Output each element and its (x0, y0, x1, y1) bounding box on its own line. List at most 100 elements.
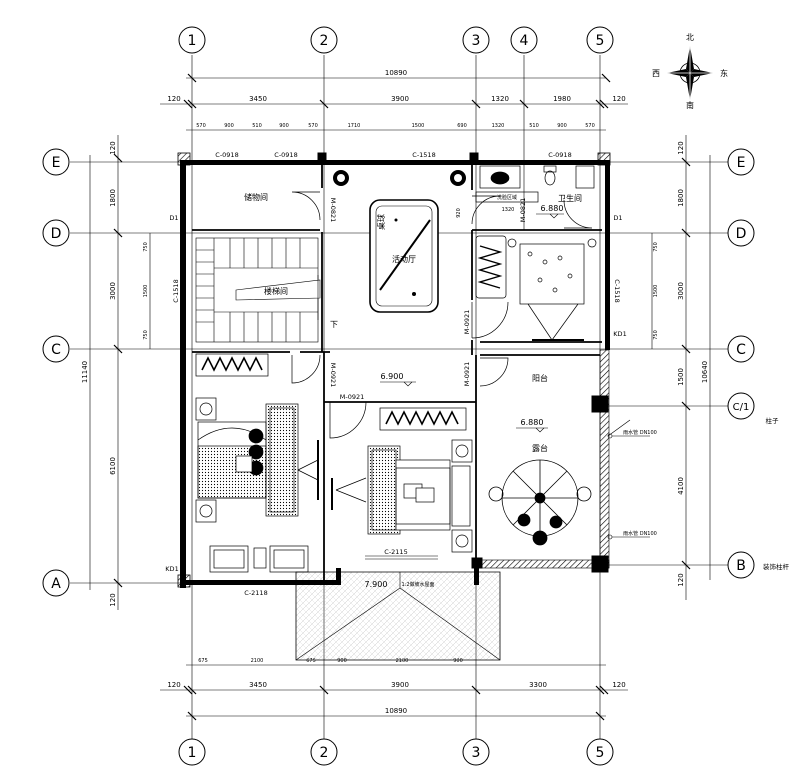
axis-1-top: 1 (188, 33, 197, 49)
dim-left-overall: 11140 (81, 361, 89, 383)
dim-open: 900 (224, 123, 234, 129)
tag-door-bath: M-0821 (519, 198, 527, 223)
bedroom-mid-furniture (331, 407, 473, 553)
dim-bot-overall: 10890 (385, 707, 407, 715)
dim-left-750b: 750 (143, 330, 149, 340)
dim-open: 570 (308, 123, 318, 129)
dim-open: 900 (453, 658, 463, 664)
bathroom-fixtures (475, 165, 597, 341)
tag-door-balcony: M-0921 (463, 362, 471, 387)
walls (177, 152, 611, 588)
tag-win-bed2: C-2115 (384, 548, 407, 556)
axis-D-right: D (736, 226, 747, 242)
dim-right-overall: 10640 (701, 361, 709, 383)
dim-open: 900 (557, 123, 567, 129)
dim-bot-3900: 3900 (391, 681, 409, 689)
tag-door-bath-lower: M-0921 (463, 310, 471, 335)
dim-top-120-left: 120 (167, 95, 180, 103)
dim-bot-120-left: 120 (167, 681, 180, 689)
tag-kd-right-top: D1 (613, 214, 622, 222)
tag-roof-note: 1:2做坡水屋面 (401, 581, 434, 588)
tag-pipe-2: 雨水管 DN100 (623, 530, 657, 537)
axis-C-right: C (736, 342, 746, 358)
room-bathroom: 卫生间 (558, 193, 582, 203)
dim-bot-3300: 3300 (529, 681, 547, 689)
dim-right-750a: 750 (653, 242, 659, 252)
dim-right-1500: 1500 (677, 368, 685, 386)
dims-bottom-openings: 675 2100 675 900 2100 900 (198, 658, 463, 664)
compass-icon (667, 46, 713, 100)
tag-win-storage-2: C-0918 (274, 151, 297, 159)
tag-kd-left-bot: KD1 (165, 565, 178, 573)
rain-pipes (607, 419, 650, 540)
dim-top-1320: 1320 (491, 95, 509, 103)
tag-win-bath: C-0918 (548, 151, 571, 159)
dim-right-750b: 750 (653, 330, 659, 340)
dims-top-openings: 570 900 510 900 570 1710 1500 690 1320 5… (196, 123, 595, 129)
level-terrace: 6.880 (521, 418, 544, 427)
dim-top-3900: 3900 (391, 95, 409, 103)
tag-door-storage: M-0821 (329, 198, 337, 223)
doors (291, 191, 593, 439)
dim-top-120-right: 120 (612, 95, 625, 103)
axis-E-left: E (52, 155, 61, 171)
axis-C-left: C (51, 342, 61, 358)
tag-door-stair-room: M-0921 (329, 363, 337, 388)
dim-right-120-bottom: 120 (677, 573, 685, 586)
axis-E-right: E (737, 155, 746, 171)
axis-bubbles (42, 26, 755, 766)
dim-left-1800: 1800 (109, 189, 117, 207)
compass-east: 东 (720, 68, 728, 78)
room-terrace: 露台 (532, 443, 548, 453)
terrace-umbrella (488, 459, 592, 546)
tag-pipe-1: 雨水管 DN100 (623, 429, 657, 436)
axis-3-top: 3 (472, 33, 481, 49)
tag-win-stair: C-1518 (172, 279, 180, 302)
tag-win-right: C-1518 (613, 279, 621, 302)
dim-open: 900 (279, 123, 289, 129)
tag-win-storage-1: C-0918 (215, 151, 238, 159)
room-activity: 活动厅 (392, 254, 416, 264)
axis-2-bottom: 2 (320, 745, 329, 761)
compass-west: 西 (652, 69, 660, 78)
dim-left-120-bottom: 120 (109, 593, 117, 606)
dim-open: 675 (306, 658, 316, 664)
dims-right (651, 135, 711, 600)
axis-D-left: D (51, 226, 62, 242)
room-washroom: 洗脸区域 (497, 194, 517, 201)
tag-kd-right-mid: KD1 (613, 330, 626, 338)
axis-3-bottom: 3 (472, 745, 481, 761)
dim-open: 675 (198, 658, 208, 664)
room-billiards: 桌球 (376, 214, 386, 230)
tag-deco-column: 装饰柱杆 (763, 562, 790, 571)
dim-right-120-top: 120 (677, 141, 685, 154)
tag-win-bed1: C-2118 (244, 589, 267, 597)
dim-right-1500w: 1500 (653, 285, 659, 298)
axis-B-right: B (736, 558, 746, 574)
plants (333, 170, 466, 186)
level-roof: 7.900 (365, 580, 388, 589)
staircase (195, 237, 321, 343)
tag-dim-920: 920 (456, 208, 462, 218)
dims-top (160, 73, 628, 131)
dim-open: 690 (457, 123, 467, 129)
dim-open: 900 (337, 658, 347, 664)
billiards-table (369, 199, 439, 313)
dim-top-overall: 10890 (385, 69, 407, 77)
level-hall: 6.900 (381, 372, 404, 381)
dim-open: 570 (585, 123, 595, 129)
stair-down: 下 (330, 320, 338, 329)
dim-bot-3450: 3450 (249, 681, 267, 689)
dims-bottom (160, 664, 628, 721)
dim-right-4100: 4100 (677, 477, 685, 495)
room-storage: 储物间 (244, 192, 268, 202)
dims-left (89, 135, 151, 610)
tag-kd-left-top: D1 (169, 214, 178, 222)
dim-left-120-top: 120 (109, 141, 117, 154)
dim-left-3000: 3000 (109, 282, 117, 300)
axis-5-top: 5 (596, 33, 605, 49)
dim-top-1980: 1980 (553, 95, 571, 103)
dim-right-3000: 3000 (677, 282, 685, 300)
axis-A-left: A (51, 576, 61, 592)
